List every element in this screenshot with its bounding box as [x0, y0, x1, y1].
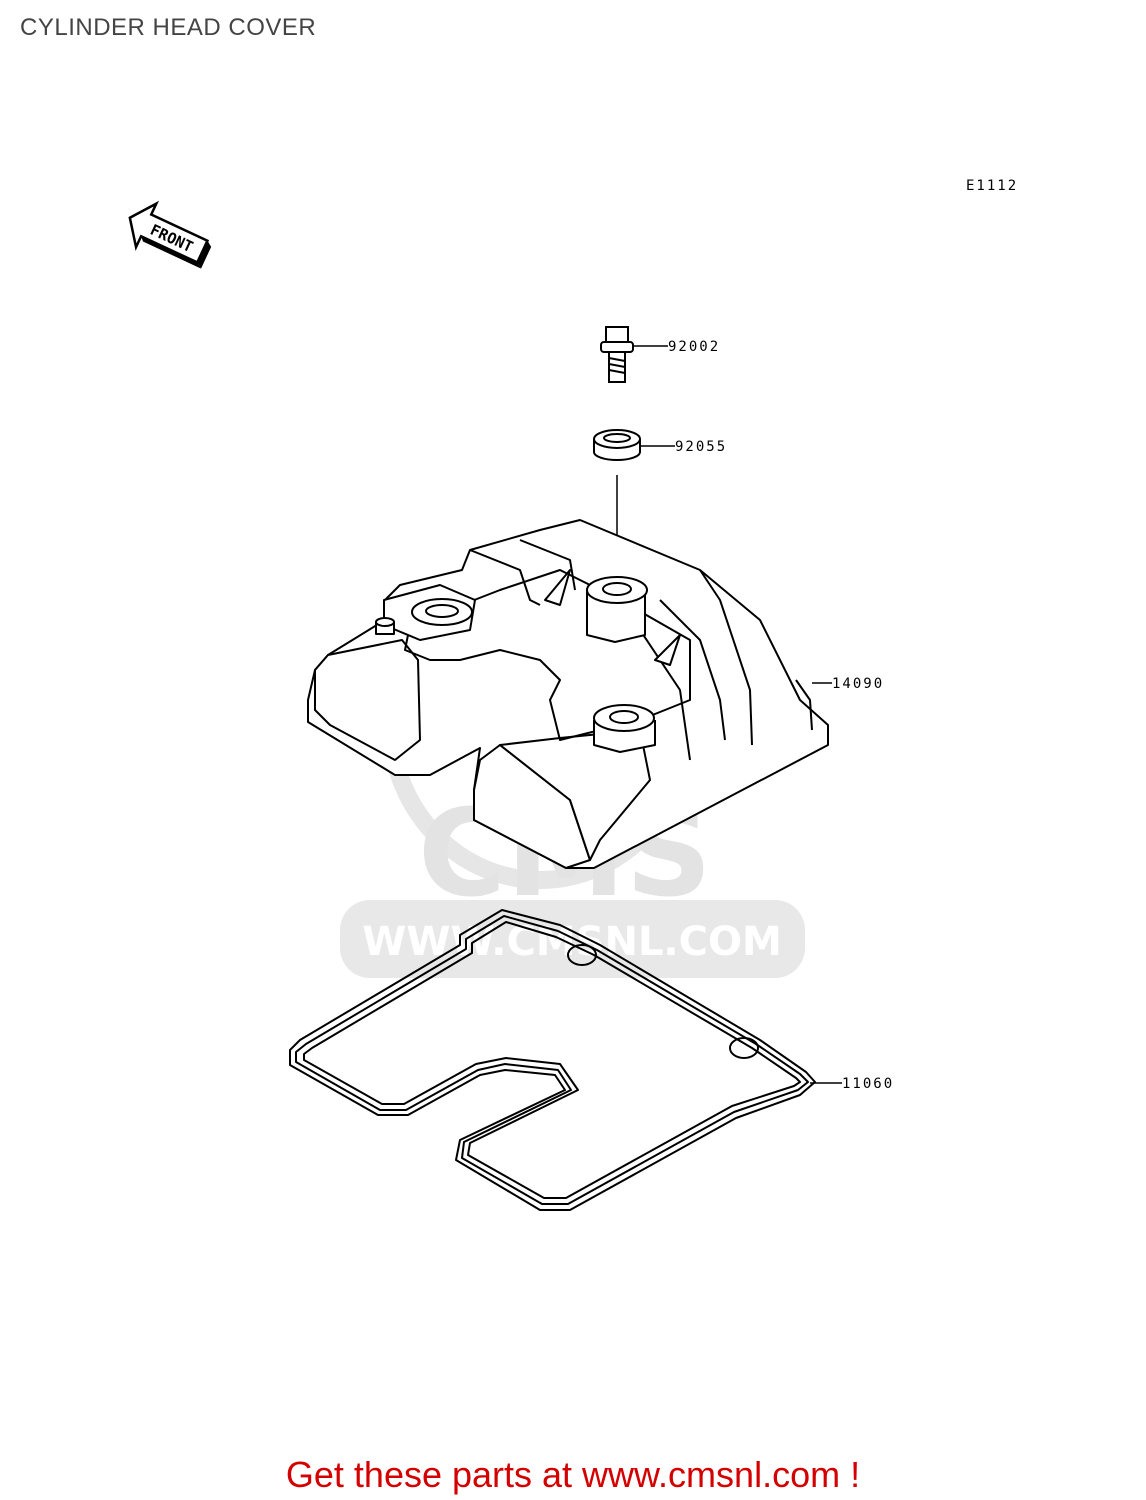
front-arrow-icon: FRONT — [128, 200, 212, 269]
grommet-92055 — [593, 429, 641, 461]
watermark-url: WWW.CMSNL.COM — [362, 919, 782, 965]
part-label-92002: 92002 — [668, 339, 720, 355]
cylinder-head-cover-14090 — [307, 519, 829, 869]
part-label-11060: 11060 — [842, 1076, 894, 1092]
diagram-code: E1112 — [966, 178, 1018, 194]
bolt-92002 — [600, 326, 634, 383]
gasket-11060 — [289, 909, 816, 1211]
part-label-14090: 14090 — [832, 676, 884, 692]
page-title: CYLINDER HEAD COVER — [20, 14, 317, 41]
part-label-92055: 92055 — [675, 439, 727, 455]
footer-link[interactable]: Get these parts at www.cmsnl.com ! — [285, 1454, 861, 1495]
